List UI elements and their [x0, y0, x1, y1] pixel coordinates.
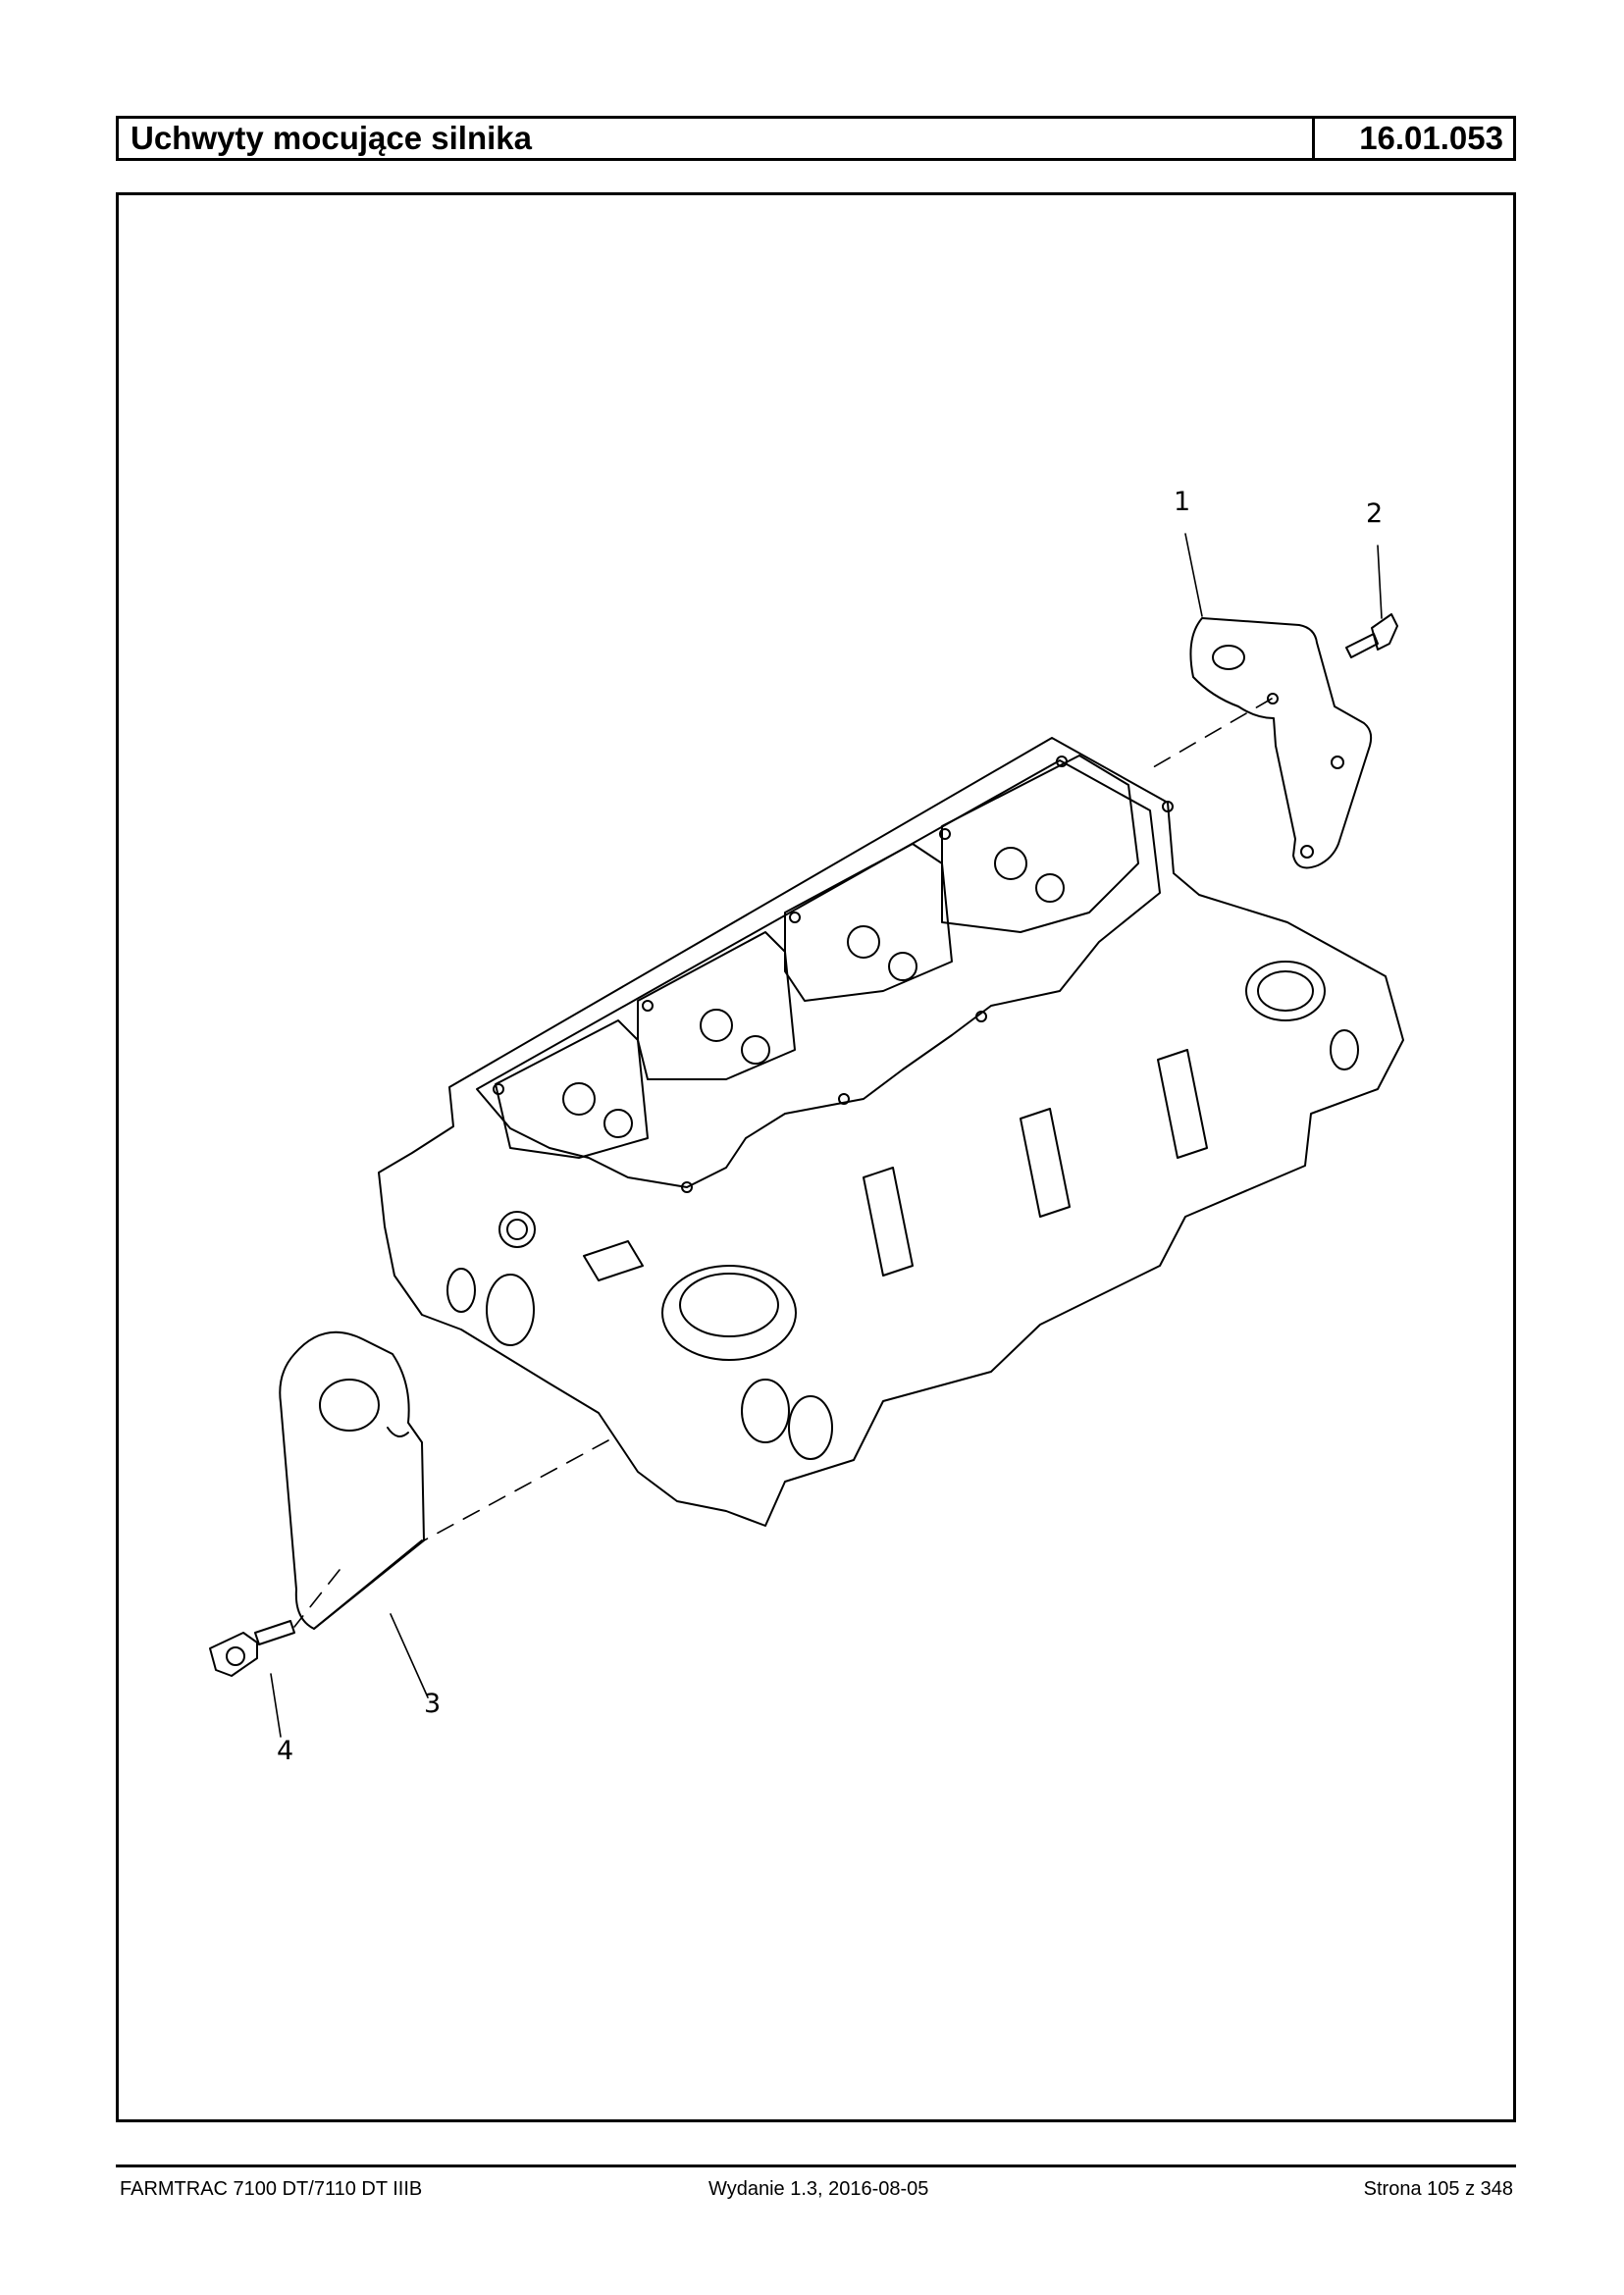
page-header: Uchwyty mocujące silnika 16.01.053: [116, 116, 1516, 161]
diagram-frame: [116, 192, 1516, 2122]
page-title: Uchwyty mocujące silnika: [119, 119, 1315, 158]
part-1-bracket: [1189, 617, 1373, 869]
callout-4: 4: [277, 1736, 293, 1766]
callout-2: 2: [1366, 498, 1383, 529]
footer-page-number: Strona 105 z 348: [1363, 2178, 1513, 2200]
cylinder-head-drawing: [378, 737, 1404, 1527]
part-2-bolt: [1345, 613, 1398, 658]
callout-1: 1: [1174, 487, 1190, 517]
callout-3: 3: [424, 1689, 441, 1719]
footer-edition: Wydanie 1.3, 2016-08-05: [708, 2178, 929, 2200]
part-3-lifting-eye: [279, 1330, 425, 1630]
section-code: 16.01.053: [1359, 120, 1503, 156]
footer-model: FARMTRAC 7100 DT/7110 DT IIIB: [120, 2178, 423, 2200]
leader-lines: [270, 533, 1383, 1738]
footer-divider: [116, 2165, 1516, 2167]
part-4-bolt: [209, 1620, 295, 1677]
alignment-lines: [293, 698, 1273, 1628]
